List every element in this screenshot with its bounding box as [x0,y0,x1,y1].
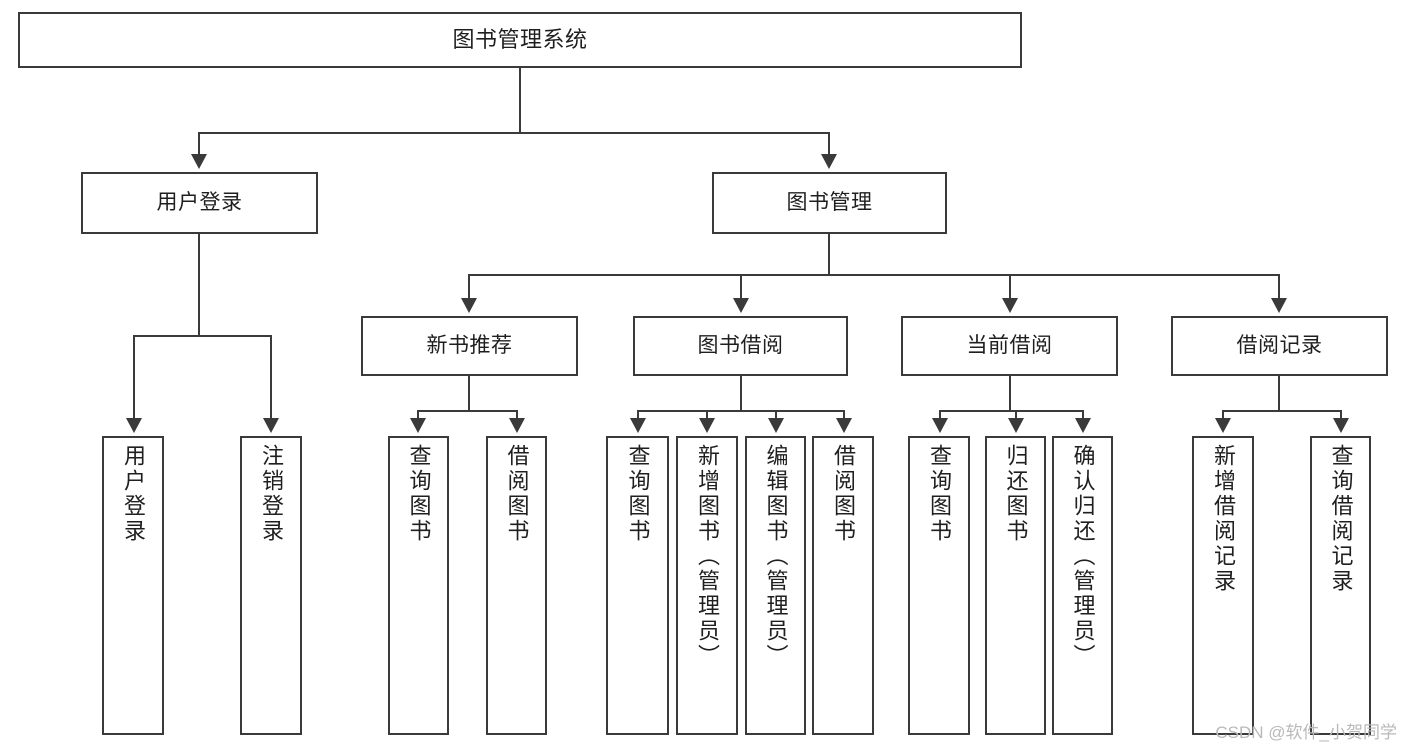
arrowhead-arrow-leaf-borrow-2 [699,418,715,433]
arrowhead-arrow-recommend [461,298,477,313]
arrowhead-arrow-current [1002,298,1018,313]
node-label-leaf-query-book-borrow: 查询图书 [625,444,651,544]
arrowhead-arrow-leaf-current-3 [1075,418,1091,433]
connector-user-login-bus [133,335,272,337]
connector-root-bus-right [828,132,830,154]
connector-book-mgmt-bus [468,274,1280,276]
node-root[interactable]: 图书管理系统 [18,12,1022,68]
arrowhead-arrow-leaf-borrow-1 [630,418,646,433]
connector-borrow-c2 [706,410,708,418]
connector-root-bus-left [198,132,200,154]
connector-records-stem [1278,376,1280,410]
connector-borrow-bus [637,410,845,412]
arrowhead-arrow-leaf-borrow-4 [836,418,852,433]
arrowhead-arrow-leaf-records-2 [1333,418,1349,433]
connector-user-login-bus-left [133,335,135,418]
node-leaf-confirm-return[interactable]: 确认归还（管理员） [1052,436,1113,735]
connector-current-stem [1009,376,1011,410]
arrowhead-arrow-leaf-rec-borrow [509,418,525,433]
node-user-login[interactable]: 用户登录 [81,172,318,234]
node-leaf-edit-book[interactable]: 编辑图书（管理员） [745,436,806,735]
arrowhead-arrow-leaf-records-1 [1215,418,1231,433]
connector-l3-drop-1 [468,274,470,298]
connector-recommend-bus [417,410,518,412]
node-label-leaf-confirm-return: 确认归还（管理员） [1070,444,1096,669]
node-leaf-add-book[interactable]: 新增图书（管理员） [676,436,738,735]
connector-recommend-stem [468,376,470,410]
node-leaf-query-borrow-record[interactable]: 查询借阅记录 [1310,436,1371,735]
node-label-leaf-query-book-current: 查询图书 [927,444,952,544]
connector-borrow-c4 [843,410,845,418]
node-leaf-borrow-book[interactable]: 借阅图书 [812,436,874,735]
arrowhead-arrow-leaf-rec-query [410,418,426,433]
arrowhead-arrow-leaf-logout [263,418,279,433]
connector-book-mgmt-stem [828,234,830,276]
watermark-label: CSDN @软件_小贺同学 [1215,723,1397,742]
node-label-user-login: 用户登录 [156,190,243,214]
node-label-leaf-edit-book: 编辑图书（管理员） [763,444,789,669]
node-book-borrow[interactable]: 图书借阅 [633,316,848,376]
node-leaf-logout[interactable]: 注销登录 [240,436,302,735]
node-leaf-borrow-book-recommend[interactable]: 借阅图书 [486,436,547,735]
connector-user-login-bus-right [270,335,272,418]
node-leaf-return-book[interactable]: 归还图书 [985,436,1046,735]
connector-l3-drop-2 [740,274,742,298]
node-label-leaf-borrow-book: 借阅图书 [831,444,856,544]
arrowhead-arrow-leaf-user-login [126,418,142,433]
node-borrow-records[interactable]: 借阅记录 [1171,316,1388,376]
connector-borrow-c3 [775,410,777,418]
node-label-root: 图书管理系统 [452,27,588,53]
connector-l3-drop-4 [1278,274,1280,298]
connector-borrow-stem [740,376,742,410]
node-label-new-book-recommend: 新书推荐 [426,333,513,357]
node-label-leaf-user-login: 用户登录 [121,444,146,544]
node-leaf-query-book-current[interactable]: 查询图书 [908,436,970,735]
node-new-book-recommend[interactable]: 新书推荐 [361,316,578,376]
node-leaf-user-login[interactable]: 用户登录 [102,436,164,735]
connector-current-c2 [1015,410,1017,418]
connector-current-c3 [1082,410,1084,418]
arrowhead-arrow-book-mgmt [821,154,837,169]
connector-recommend-left [417,410,419,418]
arrowhead-arrow-leaf-current-1 [932,418,948,433]
arrowhead-arrow-leaf-borrow-3 [768,418,784,433]
node-label-leaf-return-book: 归还图书 [1003,444,1029,544]
connector-root-stem [519,68,521,134]
connector-recommend-right [516,410,518,418]
node-book-management[interactable]: 图书管理 [712,172,947,234]
node-label-book-management: 图书管理 [786,190,873,214]
connector-records-c1 [1222,410,1224,418]
arrowhead-arrow-user-login [191,154,207,169]
arrowhead-arrow-leaf-current-2 [1008,418,1024,433]
node-label-leaf-query-book-recommend: 查询图书 [406,444,432,544]
node-label-leaf-borrow-book-recommend: 借阅图书 [504,444,530,544]
connector-borrow-c1 [637,410,639,418]
node-label-leaf-add-book: 新增图书（管理员） [695,444,720,669]
connector-l3-drop-3 [1009,274,1011,298]
connector-records-bus [1222,410,1342,412]
node-label-leaf-query-borrow-record: 查询借阅记录 [1328,444,1354,594]
connector-user-login-stem [198,234,200,335]
node-leaf-query-book-recommend[interactable]: 查询图书 [388,436,449,735]
node-label-leaf-logout: 注销登录 [259,444,284,544]
node-label-borrow-records: 借阅记录 [1236,333,1323,357]
node-label-leaf-add-borrow-record: 新增借阅记录 [1211,444,1236,594]
connector-root-bus [198,132,830,134]
connector-current-c1 [939,410,941,418]
connector-records-c2 [1340,410,1342,418]
connector-current-bus [939,410,1084,412]
arrowhead-arrow-records [1271,298,1287,313]
node-leaf-add-borrow-record[interactable]: 新增借阅记录 [1192,436,1254,735]
node-leaf-query-book-borrow[interactable]: 查询图书 [606,436,669,735]
node-current-borrow[interactable]: 当前借阅 [901,316,1118,376]
arrowhead-arrow-borrow [733,298,749,313]
node-label-current-borrow: 当前借阅 [966,333,1053,357]
node-label-book-borrow: 图书借阅 [697,333,784,357]
